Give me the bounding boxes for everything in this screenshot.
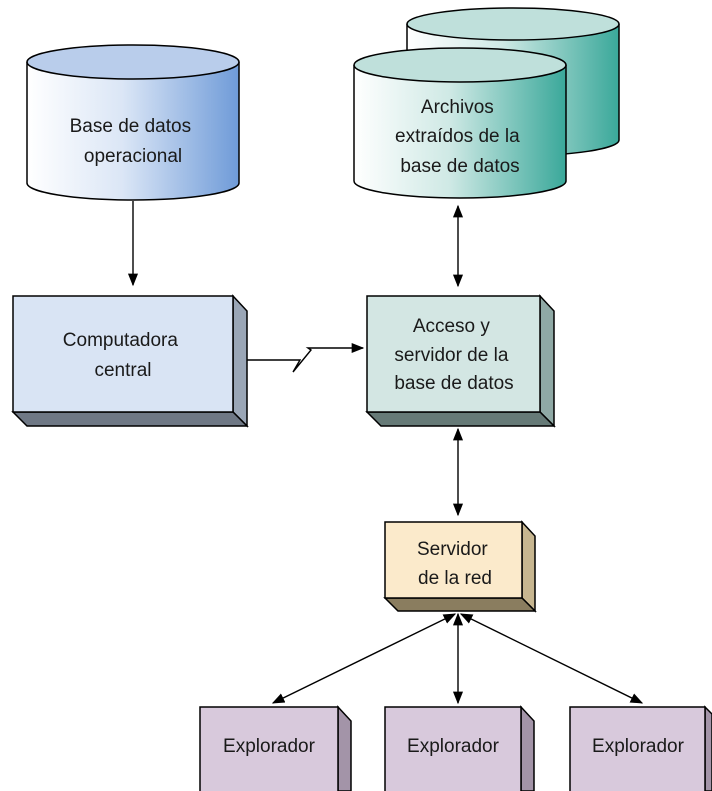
- browser-box-3: Explorador: [569, 705, 712, 791]
- browser-label-3: Explorador: [592, 736, 685, 757]
- mainframe-box: Computadora central: [11, 294, 249, 428]
- web-server-label: Servidor de la red: [417, 539, 493, 589]
- browser-label-1: Explorador: [223, 736, 316, 757]
- database-server-label: Acceso y servidor de la base de datos: [394, 316, 513, 394]
- operational-database-label: Base de datos operacional: [70, 116, 197, 167]
- browser-box-2: Explorador: [384, 705, 535, 791]
- extracted-files-cylinder: Archivos extraídos de la base de datos: [353, 47, 567, 199]
- mainframe-label: Computadora central: [63, 330, 183, 381]
- extracted-files-label: Archivos extraídos de la base de datos: [395, 97, 525, 177]
- browser-label-2: Explorador: [407, 736, 500, 757]
- browser-box-1: Explorador: [199, 705, 352, 791]
- arrow-web-server-to-browser-1: [271, 613, 457, 704]
- operational-database-cylinder: Base de datos operacional: [26, 44, 240, 201]
- link-mainframe-to-server: [247, 342, 365, 373]
- arrow-web-server-to-browser-3: [459, 613, 644, 704]
- web-server-box: Servidor de la red: [383, 520, 537, 613]
- database-server-box: Acceso y servidor de la base de datos: [365, 294, 556, 428]
